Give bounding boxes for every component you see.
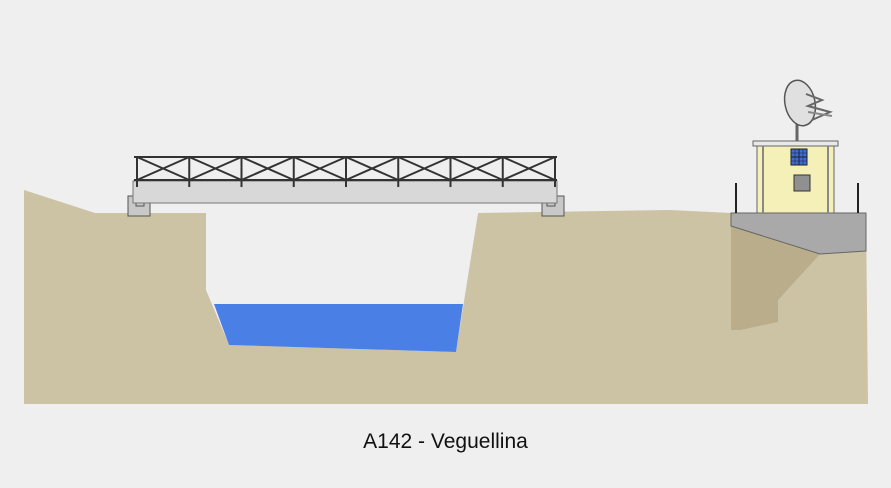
- bridge: [127, 156, 565, 217]
- terrain: [24, 190, 868, 404]
- station-door: [793, 174, 811, 192]
- truss-diagonal: [136, 156, 190, 181]
- river-water: [214, 304, 463, 352]
- station-caption: A142 - Veguellina: [363, 430, 528, 453]
- truss-diagonal: [502, 156, 556, 181]
- bank-shadow: [731, 226, 820, 330]
- truss-diagonal: [450, 156, 504, 181]
- station-platform: [730, 212, 867, 255]
- station-window: [790, 148, 808, 166]
- truss-diagonal: [241, 156, 295, 181]
- station: [730, 79, 867, 255]
- truss-diagonal: [188, 156, 242, 181]
- satellite-dish-icon: [783, 79, 833, 141]
- station-roof: [752, 140, 839, 147]
- river-channel: [206, 213, 478, 304]
- truss-diagonal: [293, 156, 347, 181]
- truss-diagonal: [397, 156, 451, 181]
- bridge-truss-icon: [134, 156, 557, 187]
- truss-diagonal: [345, 156, 399, 181]
